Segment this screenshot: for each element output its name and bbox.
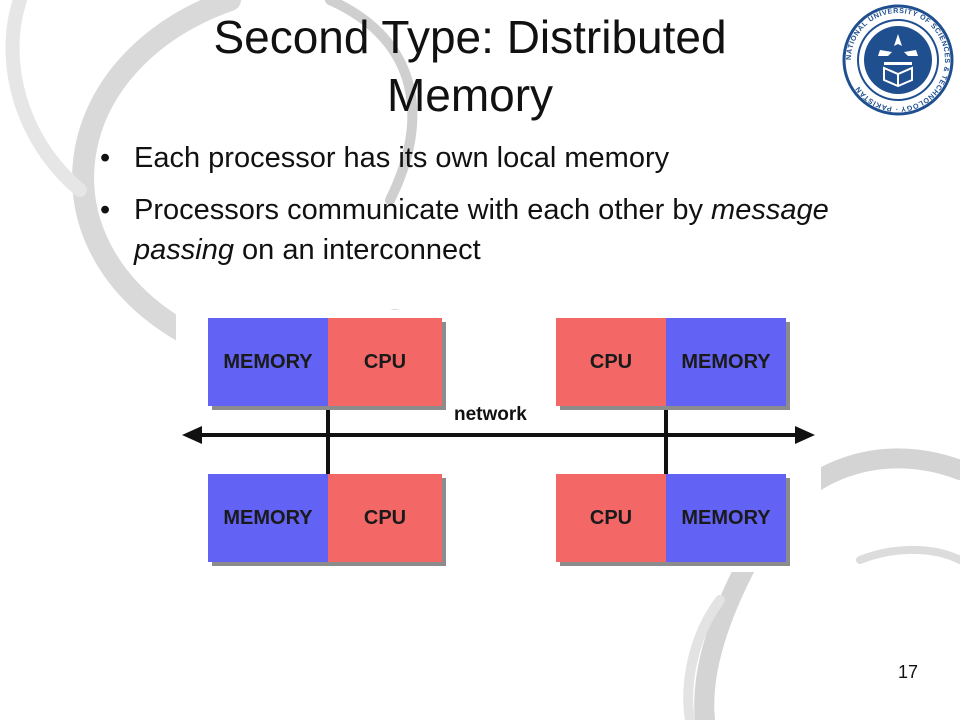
bullet-glyph: • <box>100 142 111 174</box>
title-line-1: Second Type: Distributed <box>213 11 727 63</box>
connector-line-left <box>326 406 330 476</box>
distributed-memory-diagram: network MEMORY CPU CPU MEMORY MEMORY CPU… <box>176 310 821 572</box>
memory-box: MEMORY <box>666 318 786 406</box>
network-arrow <box>182 426 815 444</box>
bullet-text-start: Processors communicate with each other b… <box>134 194 712 226</box>
bullet-glyph: • <box>100 194 111 226</box>
memory-box: MEMORY <box>208 318 328 406</box>
cpu-box: CPU <box>328 318 442 406</box>
network-label: network <box>446 404 535 426</box>
connector-line-right <box>664 406 668 476</box>
bullet-text-italic: message passing <box>134 194 829 266</box>
title-line-2: Memory <box>386 69 554 121</box>
memory-box: MEMORY <box>666 474 786 562</box>
bullet-list: • Each processor has its own local memor… <box>100 138 860 282</box>
bullet-text: Each processor has its own local memory <box>134 142 670 174</box>
memory-box: MEMORY <box>208 474 328 562</box>
cpu-box: CPU <box>556 474 666 562</box>
university-logo: NATIONAL UNIVERSITY OF SCIENCES & TECHNO… <box>842 4 954 116</box>
cpu-box: CPU <box>328 474 442 562</box>
bullet-text-end: on an interconnect <box>233 234 481 266</box>
slide-title: Second Type: Distributed Memory <box>150 8 790 124</box>
bullet-item: • Processors communicate with each other… <box>100 190 860 270</box>
bullet-item: • Each processor has its own local memor… <box>100 138 860 178</box>
page-number: 17 <box>898 662 919 682</box>
cpu-box: CPU <box>556 318 666 406</box>
